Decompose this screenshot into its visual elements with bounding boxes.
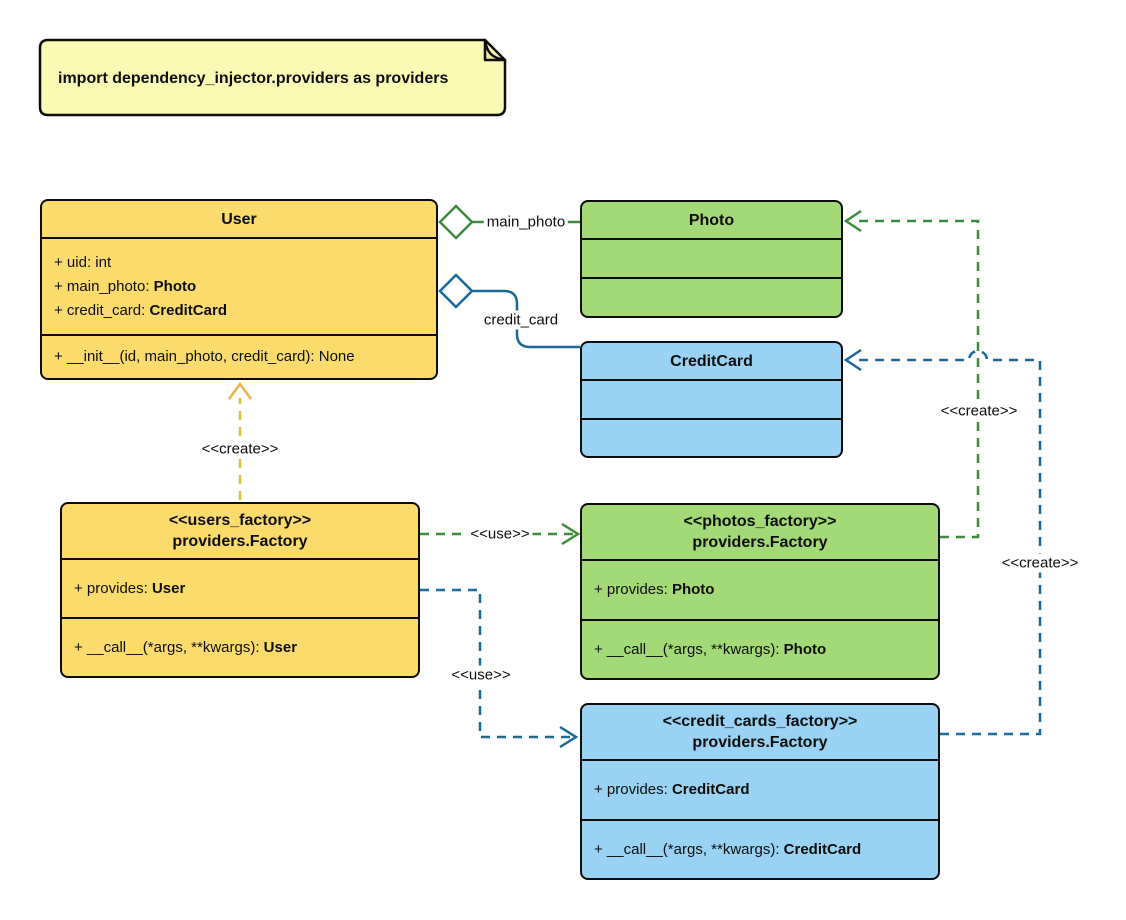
class-stereotype: <<users_factory>> xyxy=(168,512,312,529)
class-stereotype: <<credit_cards_factory>> xyxy=(662,713,858,730)
edge-create-credit-card xyxy=(843,348,1042,736)
class-title: <<photos_factory>> providers.Factory xyxy=(683,513,837,551)
attributes-compartment: + provides: Photo xyxy=(582,559,938,619)
edge-label-main-photo: main_photo xyxy=(483,212,569,232)
methods-compartment: + __call__(*args, **kwargs): Photo xyxy=(582,619,938,678)
edge-use-photos xyxy=(420,522,581,546)
attribute-row: + main_photo: Photo xyxy=(54,277,197,295)
attributes-compartment: + uid: int + main_photo: Photo + credit_… xyxy=(42,237,436,334)
aggregation-diamond-icon xyxy=(438,204,474,240)
class-title: Photo xyxy=(688,211,735,229)
class-title: User xyxy=(221,210,257,228)
edge-label-use-photos: <<use>> xyxy=(467,524,533,544)
edge-label-create-photo: <<create>> xyxy=(937,401,1021,421)
attributes-compartment xyxy=(582,379,841,418)
note-fold-icon xyxy=(483,38,507,62)
method-row: + __call__(*args, **kwargs): User xyxy=(74,638,298,656)
method-row: + __call__(*args, **kwargs): CreditCard xyxy=(594,840,862,858)
class-title: <<credit_cards_factory>> providers.Facto… xyxy=(662,713,858,751)
attribute-row: + credit_card: CreditCard xyxy=(54,301,227,319)
open-arrowhead-icon xyxy=(843,209,862,233)
edge-label-credit-card: credit_card xyxy=(480,310,562,330)
methods-compartment: + __call__(*args, **kwargs): CreditCard xyxy=(582,819,938,878)
open-arrowhead-icon xyxy=(559,725,579,749)
edge-label-create-user: <<create>> xyxy=(198,439,282,459)
attribute-row: + uid: int xyxy=(54,253,112,271)
edge-label-create-credit-card: <<create>> xyxy=(998,553,1082,573)
attributes-compartment xyxy=(582,238,841,277)
aggregation-diamond-icon xyxy=(438,273,474,309)
note-text: import dependency_injector.providers as … xyxy=(58,70,449,87)
method-row: + __call__(*args, **kwargs): Photo xyxy=(594,640,827,658)
class-users-factory: <<users_factory>> providers.Factory + pr… xyxy=(60,502,420,678)
class-photo: Photo xyxy=(580,200,843,318)
attribute-row: + provides: CreditCard xyxy=(594,781,750,798)
class-user: User + uid: int + main_photo: Photo + cr… xyxy=(40,199,438,380)
edge-create-photo xyxy=(843,209,980,539)
class-photos-factory: <<photos_factory>> providers.Factory + p… xyxy=(580,503,940,680)
class-credit-card: CreditCard xyxy=(580,341,843,458)
methods-compartment xyxy=(582,418,841,456)
class-credit-cards-factory: <<credit_cards_factory>> providers.Facto… xyxy=(580,703,940,880)
attributes-compartment: + provides: User xyxy=(62,558,418,617)
class-stereotype: <<photos_factory>> xyxy=(683,513,837,530)
open-arrowhead-icon xyxy=(227,381,253,400)
open-arrowhead-icon xyxy=(843,348,862,372)
class-title: <<users_factory>> providers.Factory xyxy=(168,512,312,550)
note: import dependency_injector.providers as … xyxy=(58,69,488,89)
class-title: CreditCard xyxy=(670,352,753,370)
attribute-row: + provides: User xyxy=(74,579,186,597)
methods-compartment: + __init__(id, main_photo, credit_card):… xyxy=(42,334,436,378)
note-shape xyxy=(38,38,507,117)
attribute-row: + provides: Photo xyxy=(594,581,715,598)
edge-label-use-credit-cards: <<use>> xyxy=(448,665,514,685)
attributes-compartment: + provides: CreditCard xyxy=(582,759,938,819)
methods-compartment: + __call__(*args, **kwargs): User xyxy=(62,617,418,676)
methods-compartment xyxy=(582,277,841,316)
edge-use-credit-cards xyxy=(420,588,579,749)
method-row: + __init__(id, main_photo, credit_card):… xyxy=(54,348,355,365)
open-arrowhead-icon xyxy=(561,522,581,546)
